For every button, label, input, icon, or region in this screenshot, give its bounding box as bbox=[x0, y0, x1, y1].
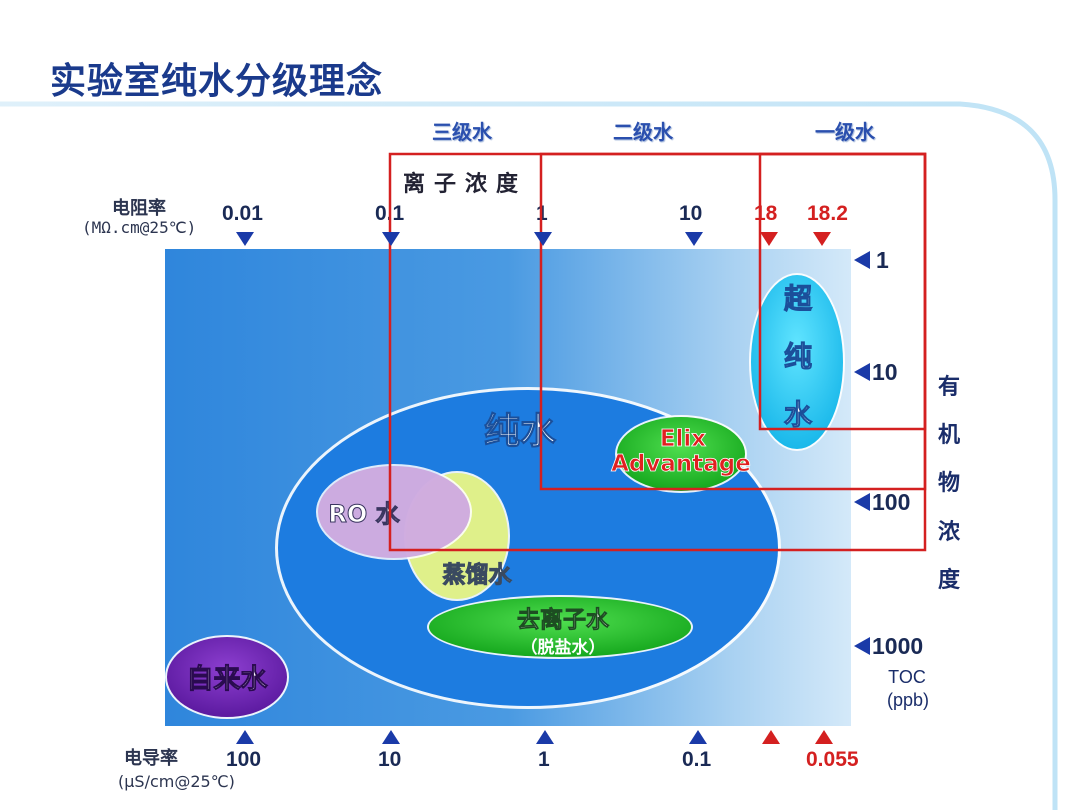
toc-label: TOC bbox=[888, 667, 926, 687]
frame-grade-1 bbox=[758, 152, 927, 431]
grade-label-3: 三级水 bbox=[432, 120, 492, 144]
deionized-ellipse bbox=[429, 597, 691, 657]
tap-ellipse bbox=[167, 637, 287, 717]
toc-marker-1000 bbox=[854, 637, 870, 655]
resistivity-label: 电阻率 bbox=[112, 198, 166, 219]
toc-tick-1: 1 bbox=[876, 247, 889, 273]
toc-tick-100: 100 bbox=[872, 489, 911, 515]
conductivity-unit: (μS/cm@25℃) bbox=[118, 772, 235, 791]
toc-marker-100 bbox=[854, 493, 870, 511]
ion-concentration-label: 离子浓度 bbox=[403, 172, 528, 197]
resistivity-marker-0.1 bbox=[382, 232, 400, 246]
side-label-char-2: 机 bbox=[938, 423, 961, 448]
side-label-char-3: 物 bbox=[938, 471, 961, 496]
ultrapure-char-2: 纯 bbox=[784, 340, 812, 373]
tap-label: 自来水 bbox=[187, 663, 269, 695]
toc-tick-1000: 1000 bbox=[872, 633, 924, 659]
resistivity-unit: (MΩ.cm@25℃) bbox=[82, 218, 197, 237]
conductivity-marker-0.055 bbox=[815, 730, 833, 744]
toc-unit: (ppb) bbox=[886, 690, 930, 710]
toc-marker-1 bbox=[854, 251, 870, 269]
ro-ellipse bbox=[318, 466, 470, 558]
ultrapure-ellipse bbox=[751, 275, 843, 449]
resistivity-tick-0.01: 0.01 bbox=[222, 202, 263, 225]
conductivity-tick-10: 10 bbox=[378, 748, 402, 771]
conductivity-tick-0.055: 0.055 bbox=[806, 748, 859, 771]
conductivity-marker-10 bbox=[382, 730, 400, 744]
elix-label-line1: Elix bbox=[660, 426, 706, 452]
grade-label-2: 二级水 bbox=[613, 120, 673, 144]
ultrapure-char-1: 超 bbox=[784, 282, 813, 315]
conductivity-tick-1: 1 bbox=[538, 748, 550, 771]
side-label-char-1: 有 bbox=[938, 375, 961, 400]
deionized-label: 去离子水 bbox=[517, 606, 610, 633]
ultrapure-char-3: 水 bbox=[784, 398, 813, 431]
deionized-sub-label: （脱盐水） bbox=[521, 637, 606, 658]
side-label-char-5: 度 bbox=[938, 568, 961, 593]
conductivity-tick-0.1: 0.1 bbox=[682, 748, 712, 771]
toc-marker-10 bbox=[854, 363, 870, 381]
toc-tick-10: 10 bbox=[872, 359, 898, 385]
distilled-label: 蒸馏水 bbox=[443, 562, 513, 588]
resistivity-marker-1 bbox=[534, 232, 552, 246]
resistivity-marker-18 bbox=[760, 232, 778, 246]
pure-water-label: 纯水 bbox=[484, 411, 557, 452]
resistivity-marker-10 bbox=[685, 232, 703, 246]
elix-ellipse bbox=[617, 417, 745, 491]
grade-label-1: 一级水 bbox=[815, 120, 875, 144]
resistivity-marker-18.2 bbox=[813, 232, 831, 246]
resistivity-marker-0.01 bbox=[236, 232, 254, 246]
elix-label-line2: Advantage bbox=[611, 451, 751, 477]
conductivity-marker-100 bbox=[236, 730, 254, 744]
page-title: 实验室纯水分级理念 bbox=[50, 61, 384, 102]
conductivity-marker-1 bbox=[536, 730, 554, 744]
side-label-char-4: 浓 bbox=[938, 520, 961, 545]
resistivity-tick-18.2: 18.2 bbox=[807, 202, 848, 225]
conductivity-marker-18 bbox=[762, 730, 780, 744]
conductivity-label: 电导率 bbox=[124, 748, 178, 769]
conductivity-marker-0.1 bbox=[689, 730, 707, 744]
conductivity-tick-100: 100 bbox=[226, 748, 262, 771]
resistivity-tick-10: 10 bbox=[679, 202, 703, 225]
